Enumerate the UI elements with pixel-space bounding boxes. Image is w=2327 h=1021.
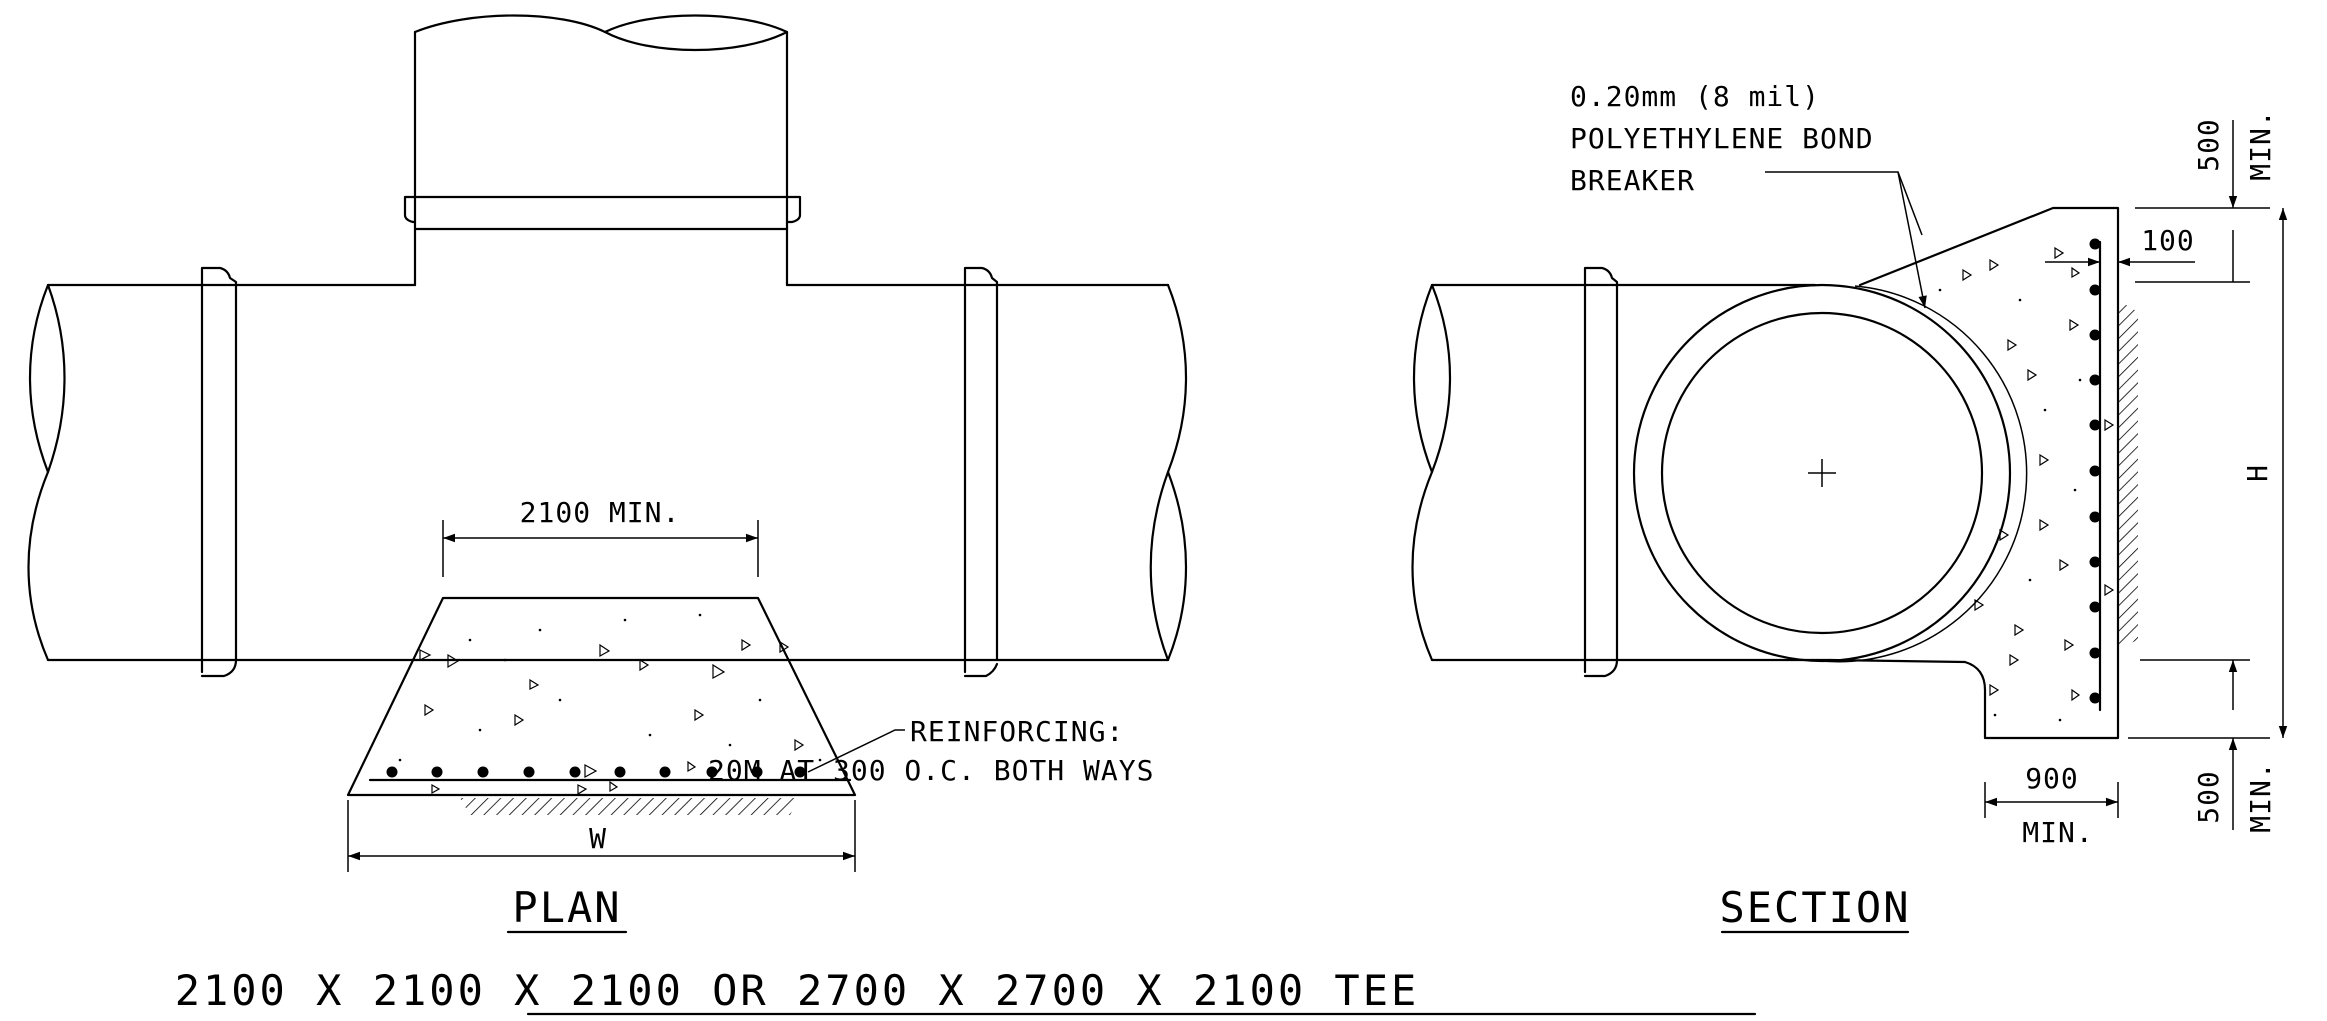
section-aggregate-dots	[1938, 288, 2082, 722]
section-note-line-2: POLYETHYLENE BOND	[1570, 122, 1874, 155]
plan-thrust-block	[346, 596, 857, 815]
section-dim-base-suffix: MIN.	[2022, 816, 2093, 849]
plan-right-joint	[963, 266, 999, 678]
drawing-title: 2100 X 2100 X 2100 OR 2700 X 2700 X 2100…	[175, 966, 1420, 1015]
plan-left-break	[28, 283, 66, 474]
section-view: 0.20mm (8 mil) POLYETHYLENE BOND BREAKER…	[1411, 80, 2288, 934]
section-pipe	[1411, 283, 1832, 662]
plan-dim-top-label: 2100 MIN.	[520, 496, 681, 529]
section-title: SECTION	[1719, 883, 1910, 932]
section-soil-hatch	[2118, 300, 2138, 648]
plan-aggregate	[419, 638, 805, 796]
plan-dim-top: 2100 MIN.	[442, 496, 759, 577]
plan-left-joint	[200, 266, 238, 678]
plan-title: PLAN	[512, 883, 621, 932]
plan-dim-bottom-label: W	[589, 822, 607, 855]
plan-reinforcing-label-1: REINFORCING:	[910, 715, 1124, 748]
plan-reinforcing-label-2: 20M AT 300 O.C. BOTH WAYS	[708, 754, 1154, 787]
section-dimensions: 500 MIN. 100 H 500 MIN. 900 MIN.	[1984, 109, 2288, 849]
plan-reinforcing-callout: REINFORCING: 20M AT 300 O.C. BOTH WAYS	[708, 715, 1154, 787]
section-dim-base-value: 900	[2025, 762, 2079, 795]
plan-rebar	[386, 766, 806, 778]
section-dim-height: H	[2241, 464, 2274, 482]
section-dim-bottom-value: 500	[2192, 770, 2225, 824]
plan-aggregate-dots	[398, 613, 822, 762]
section-dim-top-suffix: MIN.	[2244, 109, 2277, 180]
section-thrust-block	[1828, 206, 2138, 740]
plan-soil-hatch	[460, 798, 800, 815]
section-bond-breaker-callout: 0.20mm (8 mil) POLYETHYLENE BOND BREAKER	[1570, 80, 1927, 309]
plan-branch-joint	[403, 195, 802, 224]
section-rebar	[2089, 238, 2101, 704]
section-joint	[1583, 266, 1619, 678]
plan-branch-break	[603, 14, 789, 52]
plan-view: 2100 MIN. W REINFORCING: 20M AT 300 O.C.…	[27, 14, 1188, 934]
plan-dim-bottom: W	[347, 800, 856, 872]
plan-branch-pipe	[403, 14, 802, 287]
section-pipe-break	[1412, 283, 1452, 474]
section-pipe-cross-section	[1632, 283, 2028, 663]
section-dim-bottom-suffix: MIN.	[2244, 761, 2277, 832]
section-note-line-1: 0.20mm (8 mil)	[1570, 80, 1820, 113]
section-dim-cover: 100	[2141, 224, 2195, 257]
section-note-line-3: BREAKER	[1570, 164, 1695, 197]
section-dim-top-value: 500	[2192, 118, 2225, 172]
plan-main-pipe	[27, 283, 1188, 662]
plan-right-break	[1149, 470, 1188, 662]
